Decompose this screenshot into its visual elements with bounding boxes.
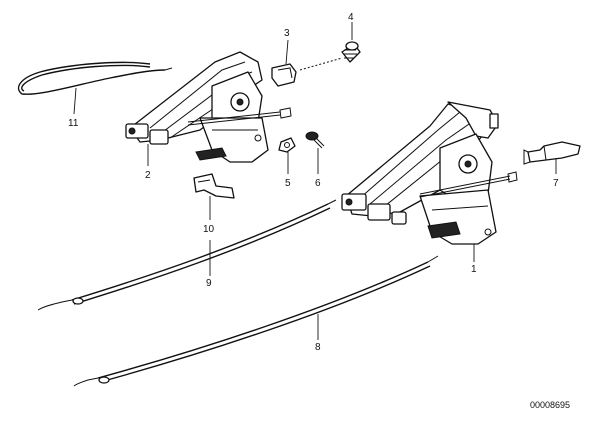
callout-3: 3 [284, 28, 290, 39]
callout-10: 10 [203, 224, 215, 235]
pedal-bracket-part-2 [125, 51, 292, 163]
bracket-clip-part-10 [193, 173, 235, 199]
nut-part-5 [278, 137, 296, 153]
pedal-bracket-part-1 [341, 101, 518, 245]
screw-part-6 [305, 131, 325, 149]
connector-part-7 [523, 141, 581, 165]
clip-part-3 [271, 63, 297, 87]
callout-5: 5 [285, 178, 291, 189]
callout-8: 8 [315, 342, 321, 353]
callout-2: 2 [145, 170, 151, 181]
catalog-number: 00008695 [530, 400, 570, 410]
callout-6: 6 [315, 178, 321, 189]
callout-11: 11 [68, 118, 79, 129]
bolt-part-4 [299, 41, 361, 71]
callout-1: 1 [471, 264, 477, 275]
cable-part-9 [37, 199, 337, 311]
leader-lines [73, 22, 557, 340]
callout-7: 7 [553, 178, 559, 189]
callout-9: 9 [206, 278, 212, 289]
cable-part-8 [73, 255, 439, 387]
cable-loop-part-11 [17, 61, 173, 95]
callout-4: 4 [348, 12, 354, 23]
